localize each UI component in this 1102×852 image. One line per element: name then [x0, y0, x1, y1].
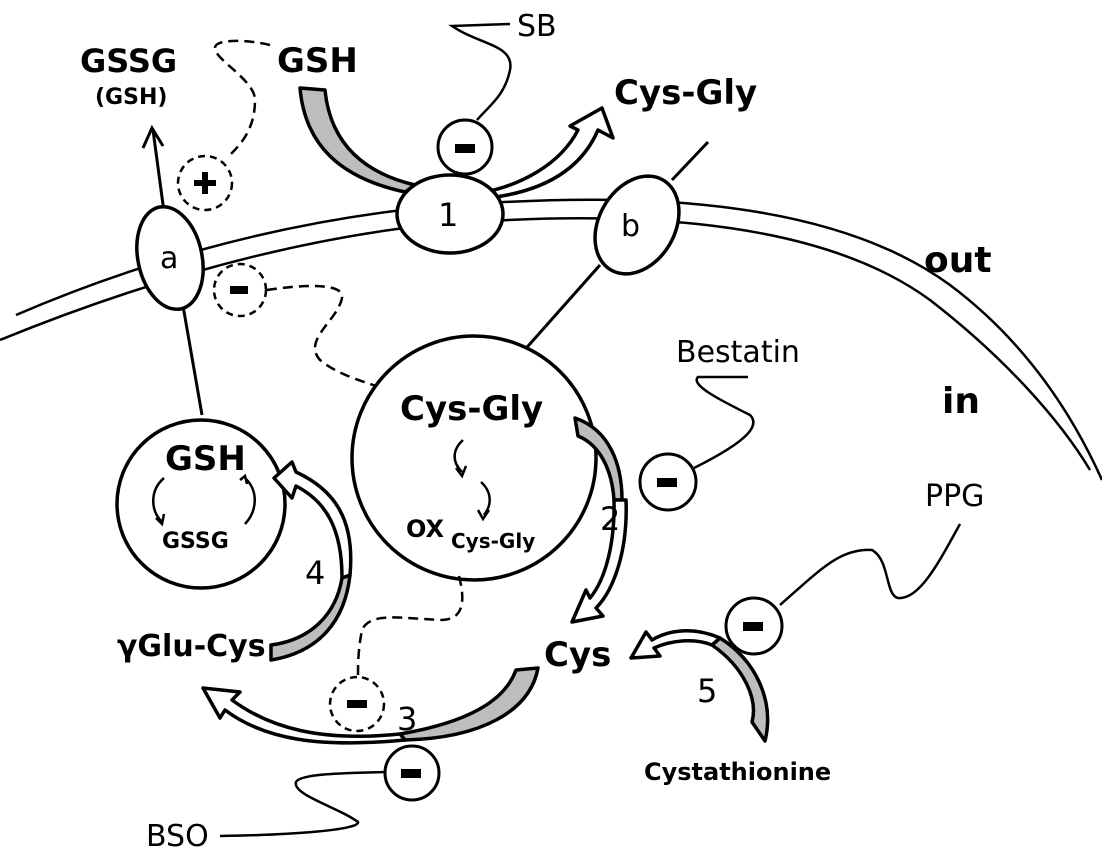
reaction-2-label: 2 [600, 500, 620, 538]
bso-inhibitor-line [219, 770, 386, 838]
enzyme-1 [395, 173, 505, 255]
minus-sign-icon [455, 144, 475, 153]
cystathionine-label: Cystathionine [644, 758, 831, 786]
transport-a-line [180, 299, 204, 416]
minus-sign-icon [347, 700, 367, 708]
cys-label: Cys [544, 635, 611, 675]
plus-sign-v [202, 172, 208, 194]
minus-sign-icon [657, 478, 677, 487]
region-in-label: in [942, 381, 980, 422]
cysgly-pool-node [350, 334, 598, 582]
enzyme-1-label: 1 [438, 196, 458, 234]
ppg-inhibitor-line [779, 523, 962, 606]
sb-label: SB [517, 9, 557, 44]
reaction-5-label: 5 [697, 672, 717, 710]
gssg-in-label: GSSG [162, 529, 229, 554]
redox-arrow-right-icon [239, 473, 256, 525]
gssg-out-sublabel: (GSH) [95, 85, 167, 110]
transporter-a-label: a [160, 241, 178, 276]
reaction-4-label: 4 [305, 554, 325, 592]
minus-sign-icon [230, 286, 248, 294]
region-out-label: out [924, 240, 992, 281]
cysgly-in-label: Cys-Gly [400, 389, 543, 429]
cysgly-feedback-dashed-line [266, 284, 383, 390]
reaction-3-label: 3 [397, 700, 417, 738]
gglucys-label: γGlu-Cys [117, 629, 266, 664]
bestatin-label: Bestatin [676, 335, 800, 370]
bso-label: BSO [146, 819, 209, 852]
transporter-b-label: b [621, 209, 640, 244]
sb-inhibitor-line [448, 22, 512, 121]
transport-a-arrowhead [141, 124, 165, 149]
gsh-pool-node [115, 418, 287, 590]
gsh-out-label: GSH [277, 41, 358, 81]
reaction-1-tail [298, 86, 417, 194]
gssg-out-label: GSSG [80, 42, 177, 80]
reaction-1-head [483, 106, 615, 200]
minus-sign-icon [743, 622, 763, 631]
reaction-3-tail [398, 666, 540, 742]
ox-cysgly-subscript: Cys-Gly [451, 529, 535, 553]
reaction-2-head [570, 498, 628, 624]
cysgly-ox-arrow-down2-icon [476, 481, 491, 522]
redox-arrow-left-icon [152, 477, 166, 527]
transporter-a [135, 204, 205, 312]
cysgly-out-label: Cys-Gly [614, 73, 757, 113]
transport-b-line-out [670, 140, 710, 182]
cysgly-ox-arrow-down-icon [453, 439, 468, 479]
oxcysgly-feedback-dashed-line [356, 575, 464, 678]
ppg-label: PPG [925, 479, 984, 514]
minus-sign-icon [401, 769, 421, 778]
reaction-3-head [201, 686, 407, 745]
bestatin-inhibitor-line [693, 375, 755, 470]
gsh-in-label: GSH [165, 439, 246, 479]
ox-cysgly-label: OX [406, 515, 445, 543]
reaction-4-head [272, 460, 353, 580]
transporter-b [593, 174, 681, 276]
gsh-feedback-dashed-line [213, 39, 271, 158]
reaction-5-head [629, 629, 722, 660]
